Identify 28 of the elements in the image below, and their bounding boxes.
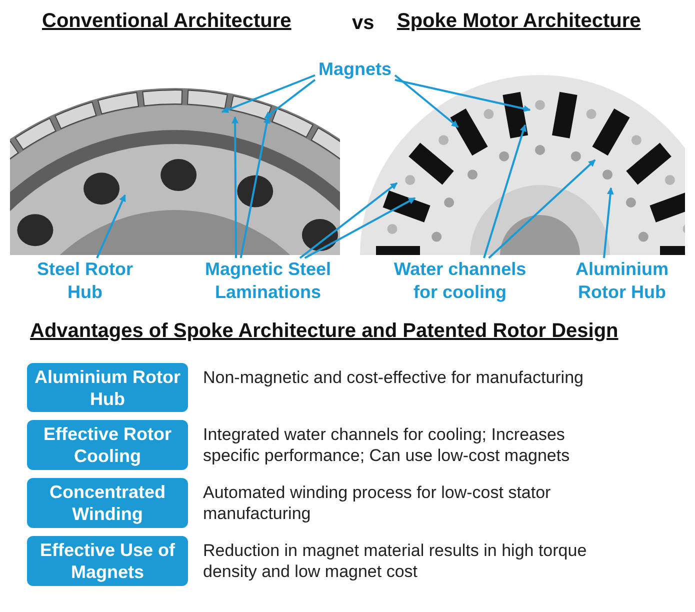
callout-label: Steel Rotor Hub bbox=[25, 258, 145, 304]
heading: Conventional Architecture bbox=[42, 10, 292, 33]
heading: Spoke Motor Architecture bbox=[397, 10, 641, 33]
feature-label: Effective Rotor Cooling bbox=[27, 420, 188, 470]
leader-line bbox=[264, 79, 316, 119]
leader-line bbox=[304, 197, 416, 259]
feature-label: Aluminium Rotor Hub bbox=[27, 363, 188, 412]
feature-label: Effective Use of Magnets bbox=[27, 536, 188, 586]
leader-line bbox=[603, 187, 614, 258]
leader-line bbox=[488, 159, 596, 259]
leader-line bbox=[394, 78, 531, 112]
leader-line bbox=[240, 116, 270, 258]
callout-label: Water channels for cooling bbox=[380, 258, 540, 304]
leader-line bbox=[232, 116, 239, 258]
feature-label: Concentrated Winding bbox=[27, 478, 188, 528]
feature-description: Reduction in magnet material results in high torque density and low magnet cost bbox=[203, 540, 588, 582]
feature-description: Non-magnetic and cost-effective for manufacturing bbox=[203, 367, 584, 388]
leader-line bbox=[221, 74, 316, 113]
feature-description: Integrated water channels for cooling; Increases specific performance; Can use low-cost magnets bbox=[203, 424, 571, 466]
callout-label: Aluminium Rotor Hub bbox=[562, 258, 682, 304]
section-heading: Advantages of Spoke Architecture and Patented Rotor Design bbox=[30, 320, 618, 343]
heading-separator: vs bbox=[352, 12, 374, 35]
leader-line bbox=[299, 182, 398, 259]
callout-label: Magnetic Steel Laminations bbox=[188, 258, 348, 304]
callout-label: Magnets bbox=[305, 58, 405, 81]
leader-line bbox=[483, 124, 526, 258]
feature-description: Automated winding process for low-cost stator manufacturing bbox=[203, 482, 552, 524]
leader-line bbox=[394, 74, 459, 128]
